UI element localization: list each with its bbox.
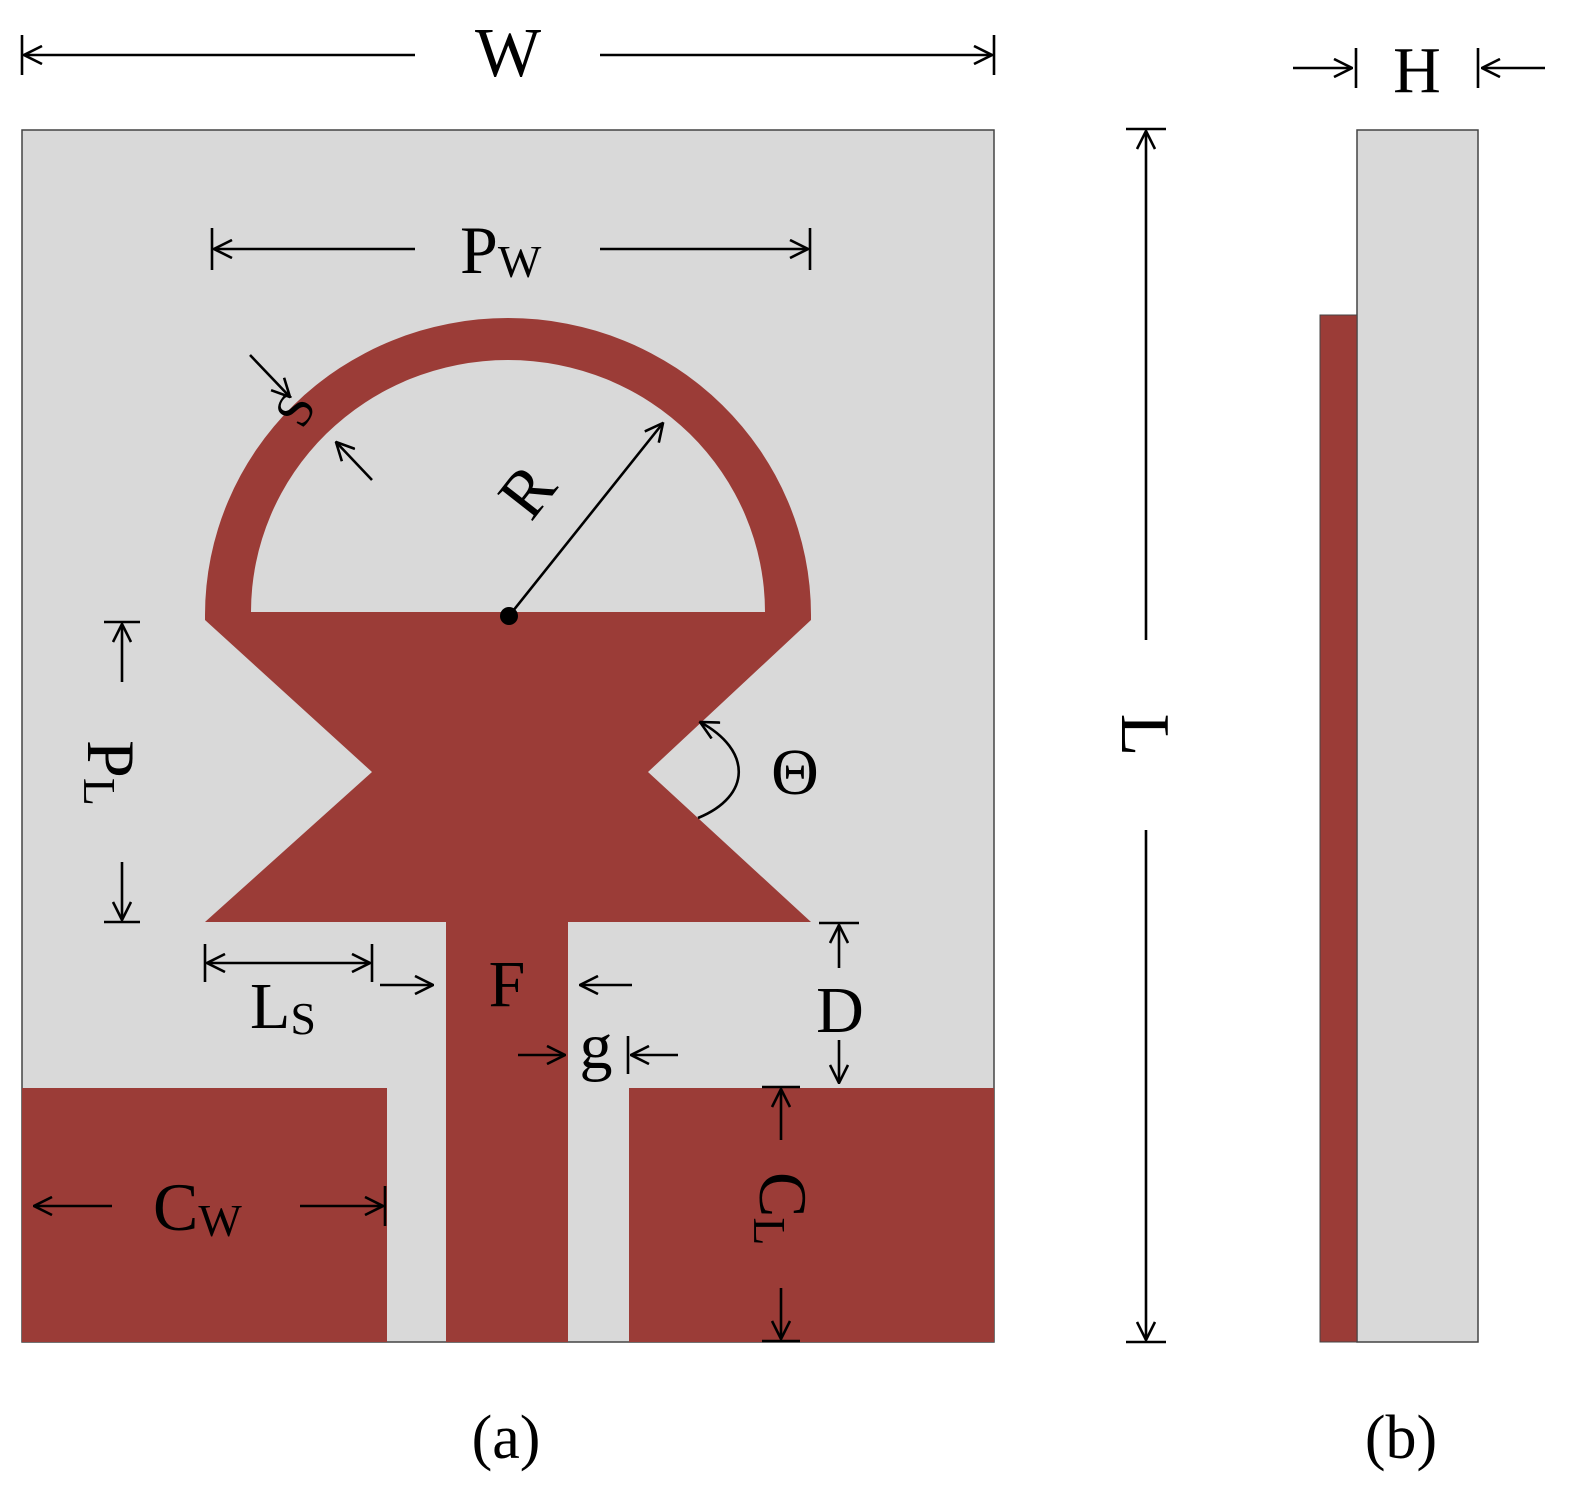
caption-a: (a) xyxy=(472,1404,541,1472)
pl-label: PL xyxy=(73,740,149,806)
pw-label: PW xyxy=(460,212,542,288)
r-arrow xyxy=(507,423,663,617)
substrate-side-view xyxy=(1356,129,1479,1343)
feed-line xyxy=(446,920,568,1342)
theta-arc xyxy=(698,722,740,820)
d-label: D xyxy=(816,974,864,1047)
ls-label: LS xyxy=(250,970,316,1044)
cl-label: CL xyxy=(744,1172,821,1245)
g-label: g xyxy=(580,1010,613,1083)
s-arrow-inner xyxy=(336,442,373,481)
l-label: L xyxy=(1106,714,1183,757)
r-center-dot xyxy=(500,607,518,625)
ground-plane-left xyxy=(22,1088,387,1342)
f-label: F xyxy=(489,948,526,1021)
ground-plane-right xyxy=(629,1088,994,1342)
s-arrow-outer xyxy=(249,354,290,397)
cw-label: CW xyxy=(153,1169,242,1246)
h-label: H xyxy=(1393,34,1441,107)
patch-side-view xyxy=(1319,314,1358,1343)
theta-label: Θ xyxy=(771,736,819,809)
w-label: W xyxy=(475,15,541,92)
caption-b: (b) xyxy=(1365,1404,1437,1472)
